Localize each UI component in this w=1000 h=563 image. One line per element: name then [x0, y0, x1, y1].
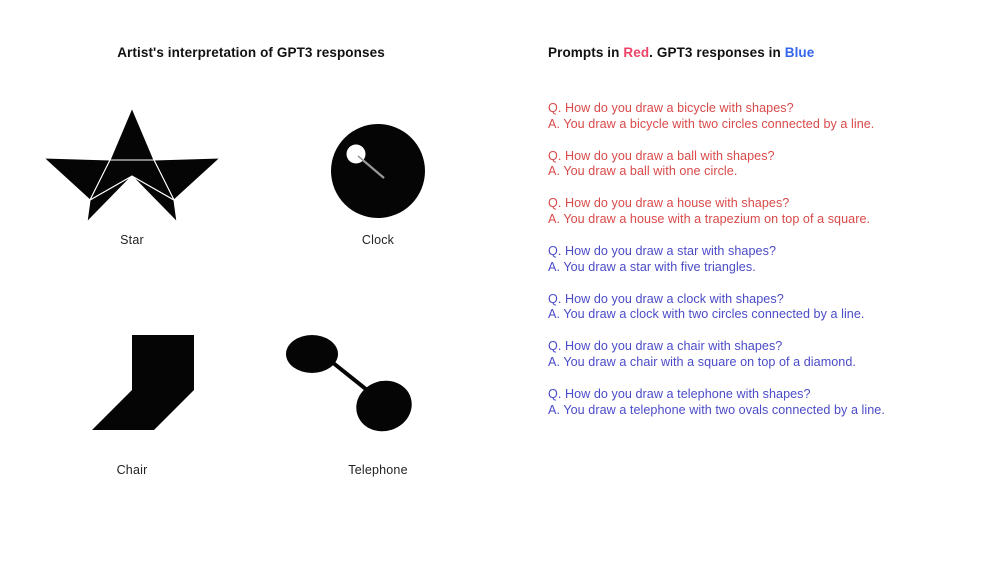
qa-answer: A. You draw a telephone with two ovals c… [548, 402, 885, 417]
qa-question: Q. How do you draw a house with shapes? [548, 196, 790, 211]
qa-question: Q. How do you draw a bicycle with shapes… [548, 101, 794, 115]
star-icon [42, 106, 222, 224]
figure-star: Star [26, 100, 238, 260]
qa-question: Q. How do you draw a clock with shapes? [548, 291, 784, 306]
qa-question: Q. How do you draw a chair with shapes? [548, 339, 783, 354]
prompts-responses-panel: Prompts in Red. GPT3 responses in Blue Q… [520, 0, 1000, 563]
title-middle: . GPT3 responses in [649, 45, 785, 60]
title-prefix: Prompts in [548, 45, 624, 60]
telephone-icon [286, 335, 412, 432]
title-keyword-blue: Blue [784, 45, 815, 60]
title-keyword-red: Red [623, 45, 650, 60]
figure-label-telephone: Telephone [348, 463, 408, 477]
figure-telephone: Telephone [272, 328, 484, 490]
qa-answer: A. You draw a clock with two circles con… [548, 307, 865, 322]
qa-answer: A. You draw a star with five triangles. [548, 259, 756, 274]
qa-question: Q. How do you draw a ball with shapes? [548, 148, 775, 163]
qa-answer: A. You draw a house with a trapezium on … [548, 211, 871, 226]
artist-interpretation-panel: Artist's interpretation of GPT3 response… [26, 45, 484, 490]
qa-block: Q. How do you draw a telephone with shap… [548, 387, 988, 418]
qa-block: Q. How do you draw a ball with shapes?A.… [548, 149, 988, 180]
figure-label-chair: Chair [116, 463, 148, 477]
qa-block: Q. How do you draw a chair with shapes?A… [548, 339, 988, 370]
figure-clock: Clock [272, 100, 484, 260]
chair-icon [92, 335, 194, 430]
qa-block: Q. How do you draw a clock with shapes?A… [548, 292, 988, 323]
right-panel-title: Prompts in Red. GPT3 responses in Blue [548, 45, 814, 60]
left-panel-title: Artist's interpretation of GPT3 response… [117, 45, 385, 60]
qa-block: Q. How do you draw a house with shapes?A… [548, 196, 988, 227]
clock-icon [331, 124, 425, 218]
qa-list: Q. How do you draw a bicycle with shapes… [548, 101, 988, 418]
qa-block: Q. How do you draw a star with shapes?A.… [548, 244, 988, 275]
figure-chair: Chair [26, 328, 238, 490]
qa-question: Q. How do you draw a star with shapes? [548, 244, 776, 259]
figure-label-star: Star [120, 233, 144, 247]
qa-block: Q. How do you draw a bicycle with shapes… [548, 101, 988, 132]
figure-label-clock: Clock [361, 233, 395, 247]
qa-answer: A. You draw a ball with one circle. [548, 164, 738, 179]
qa-answer: A. You draw a bicycle with two circles c… [548, 116, 875, 131]
qa-question: Q. How do you draw a telephone with shap… [548, 387, 811, 402]
qa-answer: A. You draw a chair with a square on top… [548, 355, 856, 370]
